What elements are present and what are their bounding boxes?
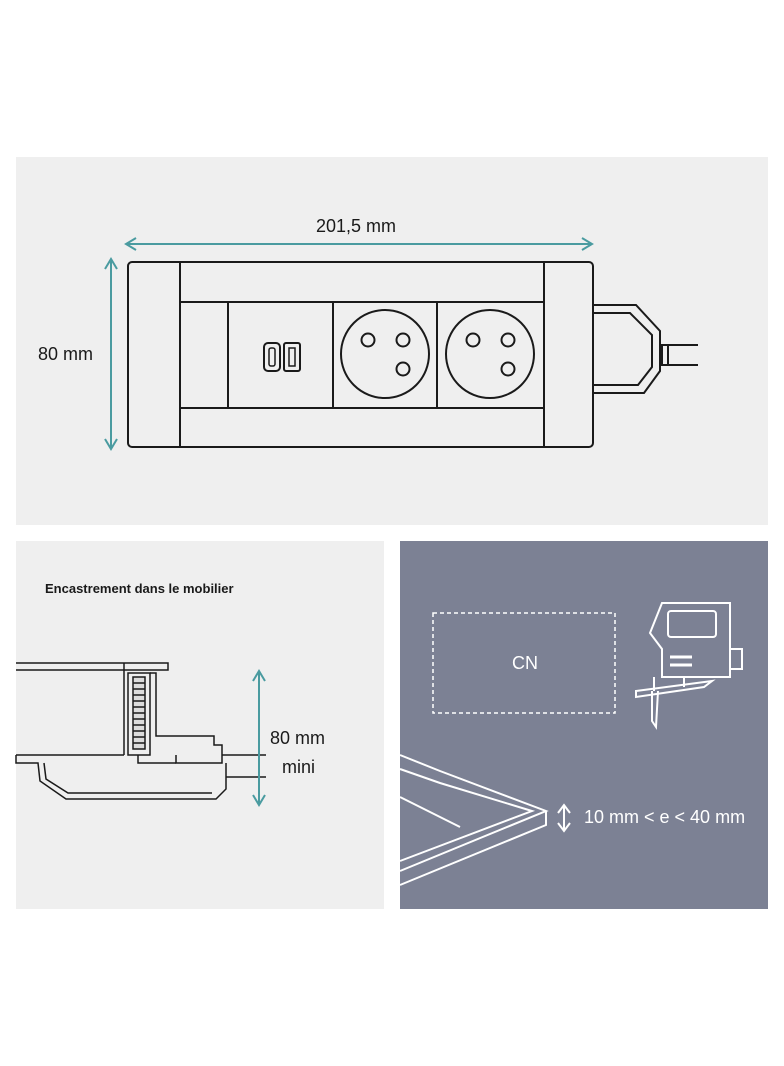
thickness-dimension-label: 10 mm < e < 40 mm (584, 807, 746, 827)
cutout-label: CN (512, 653, 538, 673)
width-dimension-label: 201,5 mm (316, 216, 397, 236)
thickness-dimension-arrow (557, 803, 571, 833)
french-socket-icon (445, 309, 535, 399)
height-dimension-arrow (104, 257, 118, 451)
power-strip-drawing (104, 237, 698, 451)
depth-dimension-sublabel: mini (282, 757, 316, 777)
cutout-outline (432, 612, 616, 714)
french-socket-icon (340, 309, 430, 399)
jigsaw-icon (635, 602, 743, 731)
cable-clip-icon (593, 304, 698, 394)
depth-dimension-label: 80 mm (270, 728, 326, 748)
width-dimension-arrow (124, 237, 594, 251)
usb-ports-icon (263, 342, 301, 372)
cutout-instructions-panel: CN 10 mm < e < 40 mm (399, 541, 768, 909)
mounting-cross-section-drawing (15, 662, 266, 807)
countertop-section (399, 754, 549, 886)
product-dimensions-panel: 201,5 mm 80 mm (16, 157, 768, 525)
power-strip-body (127, 261, 594, 448)
furniture-section (15, 662, 266, 800)
cutout-drawing (399, 602, 743, 886)
mounting-caption: Encastrement dans le mobilier (45, 581, 234, 596)
height-dimension-label: 80 mm (38, 344, 94, 364)
mounting-section-panel: Encastrement dans le mobilier 80 mm min (15, 541, 384, 909)
depth-dimension-arrow (252, 669, 266, 807)
